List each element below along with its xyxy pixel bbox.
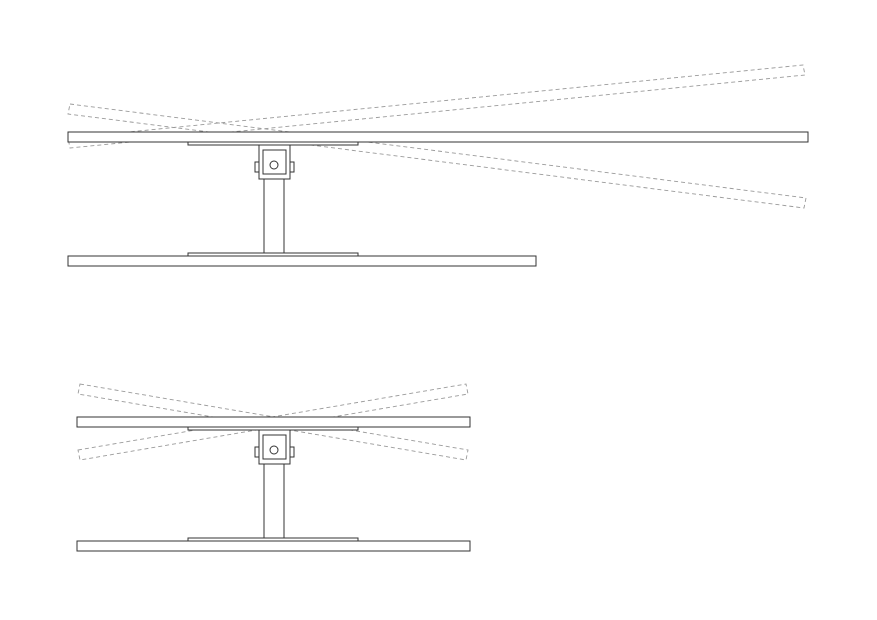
wide-board-tilt-down-outline [67,103,807,209]
narrow-support-column [263,463,285,539]
narrow-hinge-tab-right [289,446,295,458]
wide-board-tilt-up-outline [67,64,806,149]
wide-base [67,255,537,267]
narrow-hinge-inner [262,434,287,460]
wide-hinge-inner [262,149,287,175]
wide-support-column [263,178,285,254]
wide-board-level [67,131,809,143]
wide-hinge-tab-left [254,161,260,173]
narrow-board-level [76,416,471,428]
narrow-board-tilt-up-outline [77,383,469,461]
wide-hinge-tab-right [289,161,295,173]
narrow-base [76,540,471,552]
wide-board-tilt-diagram [67,64,809,267]
narrow-hinge-tab-left [254,446,260,458]
narrow-pivot-bolt [269,445,279,455]
wide-pivot-bolt [269,160,279,170]
narrow-board-tilt-diagram [76,383,471,552]
